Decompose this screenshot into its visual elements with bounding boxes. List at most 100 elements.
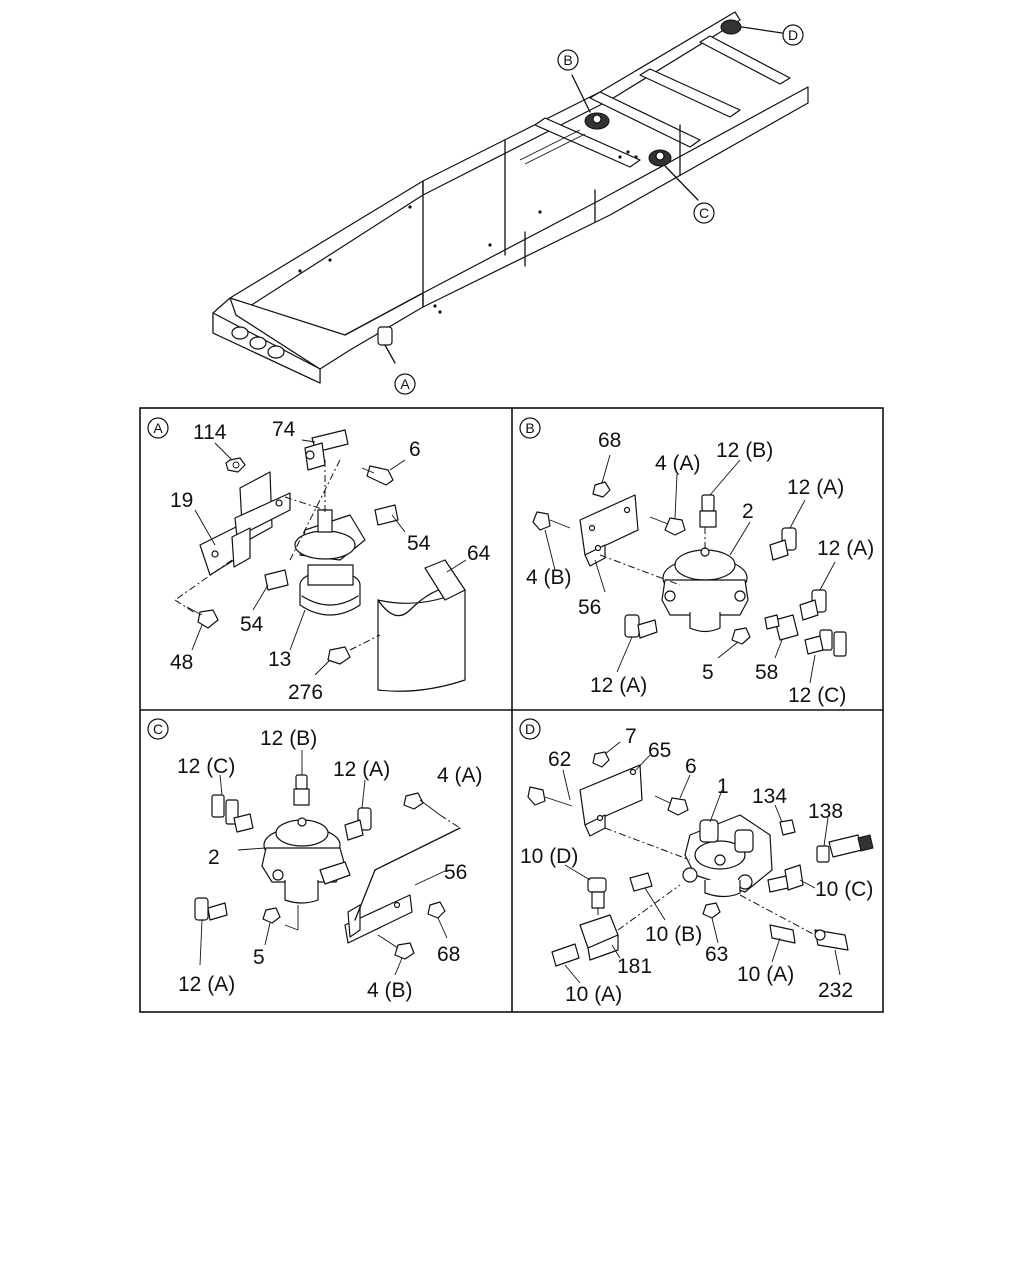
bracket-56 bbox=[579, 494, 639, 567]
nut-68-c bbox=[427, 901, 446, 919]
label-54-left: 54 bbox=[240, 613, 264, 636]
bolt-62 bbox=[527, 786, 573, 807]
label-48: 48 bbox=[170, 651, 193, 674]
svg-text:D: D bbox=[525, 721, 535, 737]
label-12b: 12 (B) bbox=[716, 439, 773, 462]
bolt-4a bbox=[649, 516, 686, 536]
plug-134 bbox=[779, 819, 796, 836]
fitting-232 bbox=[814, 929, 849, 951]
label-7: 7 bbox=[625, 725, 637, 748]
bolt-276 bbox=[327, 634, 381, 665]
fitting-10a-left bbox=[551, 943, 580, 967]
fitting-10b bbox=[629, 872, 653, 892]
nut-5 bbox=[731, 627, 751, 645]
bracket-19 bbox=[199, 471, 291, 576]
fitting-10c bbox=[767, 864, 804, 893]
panel-c: C bbox=[147, 718, 483, 1002]
svg-text:A: A bbox=[400, 376, 410, 392]
label-63: 63 bbox=[705, 943, 728, 966]
svg-text:D: D bbox=[788, 27, 798, 43]
label-19: 19 bbox=[170, 489, 193, 512]
bolt-4b bbox=[532, 511, 571, 531]
frame-holes bbox=[298, 150, 638, 314]
svg-text:B: B bbox=[563, 52, 572, 68]
label-2: 2 bbox=[742, 500, 754, 523]
nut-68 bbox=[592, 481, 611, 498]
label-276: 276 bbox=[288, 681, 323, 704]
nut-114 bbox=[225, 457, 246, 473]
panel-d: D bbox=[519, 718, 874, 1006]
elbow-12a-c-bottom bbox=[194, 897, 228, 921]
label-138: 138 bbox=[808, 800, 843, 823]
label-4b-c: 4 (B) bbox=[367, 979, 413, 1002]
label-10c: 10 (C) bbox=[815, 878, 873, 901]
label-58: 58 bbox=[755, 661, 778, 684]
label-13: 13 bbox=[268, 648, 291, 671]
component-b-mount bbox=[571, 74, 610, 130]
bolt-4a-c bbox=[403, 792, 441, 816]
label-64: 64 bbox=[467, 542, 491, 565]
panel-b: B bbox=[519, 417, 874, 707]
label-54-right: 54 bbox=[407, 532, 431, 555]
label-4a: 4 (A) bbox=[655, 452, 701, 475]
valve-2-c bbox=[261, 817, 351, 904]
label-62: 62 bbox=[548, 748, 571, 771]
label-12b-c: 12 (B) bbox=[260, 727, 317, 750]
nut-7 bbox=[592, 751, 610, 768]
bolt-6-d bbox=[654, 795, 689, 816]
component-c-mount bbox=[648, 149, 699, 201]
label-12c: 12 (C) bbox=[788, 684, 846, 707]
relay-valve-1 bbox=[682, 814, 773, 898]
label-12c-c: 12 (C) bbox=[177, 755, 235, 778]
fitting-12c-c bbox=[211, 794, 254, 833]
valve-2 bbox=[661, 547, 749, 633]
overview-callout-d: D bbox=[782, 24, 804, 46]
panel-b-callout: B bbox=[519, 417, 541, 439]
label-56: 56 bbox=[578, 596, 601, 619]
label-12a-right: 12 (A) bbox=[817, 537, 874, 560]
label-1: 1 bbox=[717, 775, 729, 798]
elbow-12a-right bbox=[799, 589, 827, 621]
label-2-c: 2 bbox=[208, 846, 220, 869]
label-5: 5 bbox=[702, 661, 714, 684]
label-6: 6 bbox=[409, 438, 421, 461]
label-56-c: 56 bbox=[444, 861, 467, 884]
fitting-10d bbox=[587, 877, 607, 909]
label-12a-c-bottom: 12 (A) bbox=[178, 973, 235, 996]
label-5-c: 5 bbox=[253, 946, 265, 969]
bolt-6 bbox=[361, 465, 394, 486]
label-12a-c-top: 12 (A) bbox=[333, 758, 390, 781]
label-114: 114 bbox=[193, 421, 227, 444]
label-6-d: 6 bbox=[685, 755, 697, 778]
label-4b: 4 (B) bbox=[526, 566, 572, 589]
label-134: 134 bbox=[752, 785, 787, 808]
filter-assembly-13 bbox=[294, 509, 366, 616]
component-d-mount bbox=[720, 19, 783, 35]
fitting-10a-right bbox=[769, 924, 796, 944]
label-12a-top: 12 (A) bbox=[787, 476, 844, 499]
sensor-138 bbox=[816, 834, 874, 863]
fitting-12b-c bbox=[293, 774, 310, 806]
label-68: 68 bbox=[598, 429, 621, 452]
panel-a-callout: A bbox=[147, 417, 169, 439]
elbow-12a-c-top bbox=[344, 807, 372, 841]
label-10a-left: 10 (A) bbox=[565, 983, 622, 1006]
label-74: 74 bbox=[272, 418, 296, 441]
nut-5-c bbox=[262, 907, 281, 924]
connector-54 bbox=[264, 504, 399, 591]
label-65: 65 bbox=[648, 739, 671, 762]
label-10a-right: 10 (A) bbox=[737, 963, 794, 986]
label-232: 232 bbox=[818, 979, 853, 1002]
block-181 bbox=[579, 914, 619, 961]
elbow-12a-bottom bbox=[624, 614, 658, 639]
fitting-12b bbox=[699, 494, 717, 528]
component-a-mount bbox=[377, 326, 396, 364]
label-181: 181 bbox=[617, 955, 652, 978]
label-10d: 10 (D) bbox=[520, 845, 578, 868]
svg-text:C: C bbox=[699, 205, 709, 221]
chassis-frame bbox=[212, 11, 809, 384]
overview-callout-b: B bbox=[557, 49, 579, 71]
bolt-48 bbox=[186, 606, 219, 629]
fitting-12c bbox=[804, 629, 847, 657]
